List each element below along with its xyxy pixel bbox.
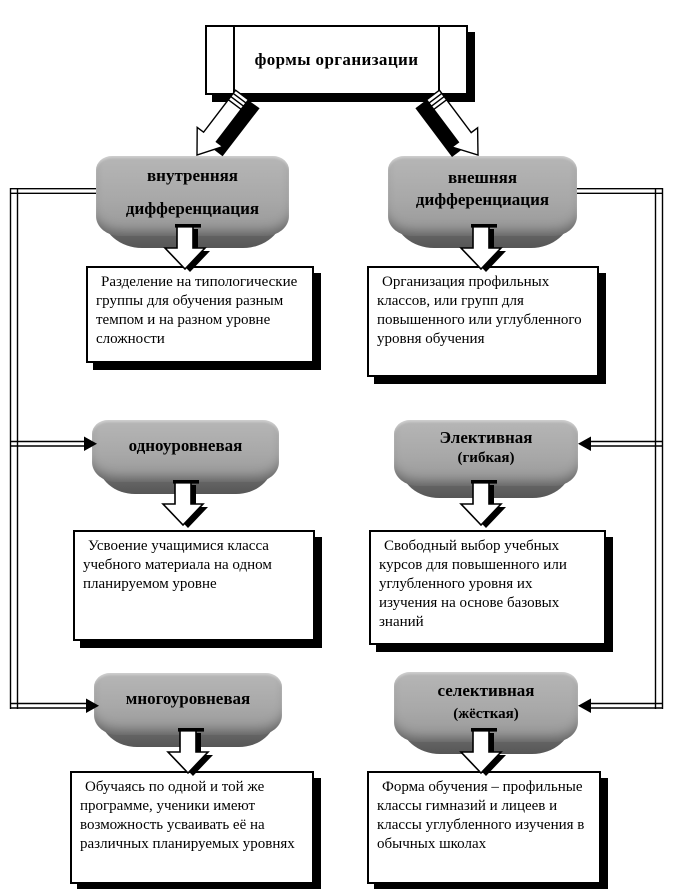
node-label-line2: дифференциация xyxy=(415,190,550,209)
branch-arrow-left-icon xyxy=(196,89,260,157)
root-title: формы организации xyxy=(254,50,419,69)
node-label-line2: (жёсткая) xyxy=(453,706,519,722)
node-label-line2: (гибкая) xyxy=(457,450,515,466)
root-box: формы организации xyxy=(205,25,468,95)
node-label-line1: Элективная xyxy=(439,428,533,447)
plaque-face: многоуровневая xyxy=(94,673,282,735)
root-box-bevel-right-line xyxy=(438,27,440,93)
node-single-level: одноуровневая xyxy=(92,420,279,494)
desc-text: Свободный выбор учебных курсов для повыш… xyxy=(379,538,567,630)
node-label-line1: одноуровневая xyxy=(128,436,243,455)
node-internal-differentiation: внутренняя дифференциация xyxy=(96,156,289,248)
desc-text: Обучаясь по одной и той же программе, уч… xyxy=(80,779,295,852)
node-label-line2: дифференциация xyxy=(125,199,260,218)
feedback-arrowhead-selective xyxy=(578,698,591,713)
plaque-face: одноуровневая xyxy=(92,420,279,482)
desc-text: Разделение на типологические группы для … xyxy=(96,274,298,347)
node-multi-level: многоуровневая xyxy=(94,673,282,747)
branch-arrow-right-icon xyxy=(415,89,479,157)
desc-box-external: Организация профильных классов, или груп… xyxy=(367,266,599,377)
desc-box-elective: Свободный выбор учебных курсов для повыш… xyxy=(369,530,606,645)
plaque-face: Элективная (гибкая) xyxy=(394,420,578,486)
desc-box-multi-level: Обучаясь по одной и той же программе, уч… xyxy=(70,771,314,884)
node-selective: селективная (жёсткая) xyxy=(394,672,578,754)
feedback-arrowhead-elective xyxy=(578,436,591,451)
node-label-line1: внешняя xyxy=(447,168,518,187)
desc-box-internal: Разделение на типологические группы для … xyxy=(86,266,314,363)
root-box-bevel-left-line xyxy=(233,27,235,93)
node-label-line1: многоуровневая xyxy=(125,689,251,708)
node-elective: Элективная (гибкая) xyxy=(394,420,578,498)
desc-box-single-level: Усвоение учащимися класса учебного матер… xyxy=(73,530,315,641)
desc-box-selective: Форма обучения – профильные классы гимна… xyxy=(367,771,601,884)
node-label-line1: селективная xyxy=(437,681,535,700)
plaque-face: внешняя дифференциация xyxy=(388,156,577,236)
desc-text: Усвоение учащимися класса учебного матер… xyxy=(83,538,272,592)
plaque-face: внутренняя дифференциация xyxy=(96,156,289,236)
desc-text: Организация профильных классов, или груп… xyxy=(377,274,582,347)
node-external-differentiation: внешняя дифференциация xyxy=(388,156,577,248)
node-label-line1: внутренняя xyxy=(146,166,239,185)
plaque-face: селективная (жёсткая) xyxy=(394,672,578,742)
desc-text: Форма обучения – профильные классы гимна… xyxy=(377,779,585,852)
